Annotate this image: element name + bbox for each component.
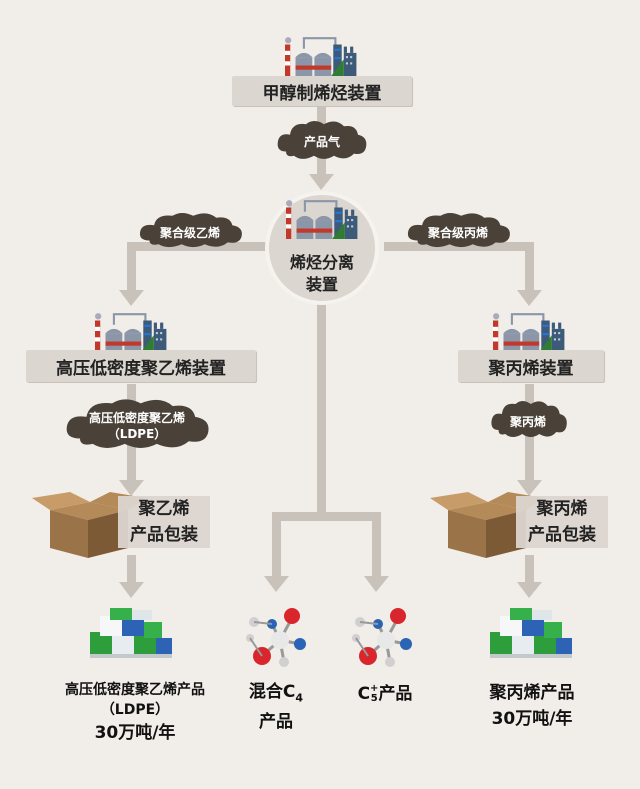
ldpe-plant-icon (93, 312, 168, 354)
arrow-to-pp-product (517, 582, 542, 598)
pp-stream-label: 聚丙烯 (509, 415, 546, 429)
arrow-to-pe-package (119, 480, 144, 496)
ldpe-stream-line1: 高压低密度聚乙烯 (88, 411, 185, 425)
ldpe-product-line2: （LDPE） (100, 702, 170, 718)
c4-product-label: 混合C4 产品 (236, 680, 316, 734)
c4-molecule-icon (244, 606, 308, 669)
c5-subscript: 5 (370, 693, 378, 704)
c5-rest-text: 产品 (378, 684, 413, 704)
pp-product-line1: 聚丙烯产品 (489, 683, 575, 703)
arrow-to-separation (309, 174, 334, 190)
c4-product-line2: 产品 (259, 712, 293, 733)
separation-label: 烯烃分离 装置 (282, 252, 362, 296)
arrow-to-ldpe-unit (119, 290, 144, 306)
ldpe-stream-line2: （LDPE） (107, 426, 167, 441)
pp-package-line1: 聚丙烯 (536, 499, 588, 519)
pe-package-line1: 聚乙烯 (138, 499, 190, 519)
c5-main-text: C (357, 684, 371, 704)
mto-unit-box: 甲醇制烯烃装置 (232, 76, 412, 106)
polymer-propylene-label: 聚合级丙烯 (427, 226, 488, 240)
polymer-ethylene-label: 聚合级乙烯 (159, 226, 220, 240)
mto-plant-icon (283, 36, 358, 78)
c4-subscript: 4 (295, 691, 304, 705)
pp-plant-icon (491, 312, 566, 354)
pe-package-line2: 产品包装 (130, 525, 198, 545)
pp-product-cubes-icon (490, 608, 572, 658)
ldpe-product-line1: 高压低密度聚乙烯产品 (65, 682, 205, 698)
arrow-to-c4 (264, 576, 289, 592)
pp-product-label: 聚丙烯产品 30万吨/年 (470, 680, 594, 732)
ldpe-unit-box: 高压低密度聚乙烯装置 (26, 350, 256, 382)
product-gas-label: 产品气 (303, 135, 340, 149)
c4-product-line1: 混合C4 (236, 680, 316, 710)
pp-package-label: 聚丙烯 产品包装 (516, 496, 608, 548)
ldpe-capacity: 30万吨/年 (94, 723, 176, 743)
c5-superscript: + (370, 683, 379, 694)
arrow-to-pp-unit (517, 290, 542, 306)
c5-molecule-icon (350, 606, 414, 669)
separation-label-line2: 装置 (305, 275, 338, 294)
pp-capacity: 30万吨/年 (491, 709, 573, 729)
separation-label-line1: 烯烃分离 (289, 253, 354, 272)
ldpe-product-cubes-icon (90, 608, 172, 658)
pp-unit-box: 聚丙烯装置 (458, 350, 604, 382)
pe-package-label: 聚乙烯 产品包装 (118, 496, 210, 548)
arrow-to-c5 (364, 576, 389, 592)
arrow-to-ldpe-product (119, 582, 144, 598)
ldpe-stream-label: 高压低密度聚乙烯 （LDPE） (70, 411, 204, 442)
c4-main-text: 混合C (248, 682, 296, 702)
arrow-to-pp-package (517, 480, 542, 496)
ldpe-product-label: 高压低密度聚乙烯产品 （LDPE） 30万吨/年 (30, 680, 240, 746)
pp-package-line2: 产品包装 (528, 525, 596, 545)
